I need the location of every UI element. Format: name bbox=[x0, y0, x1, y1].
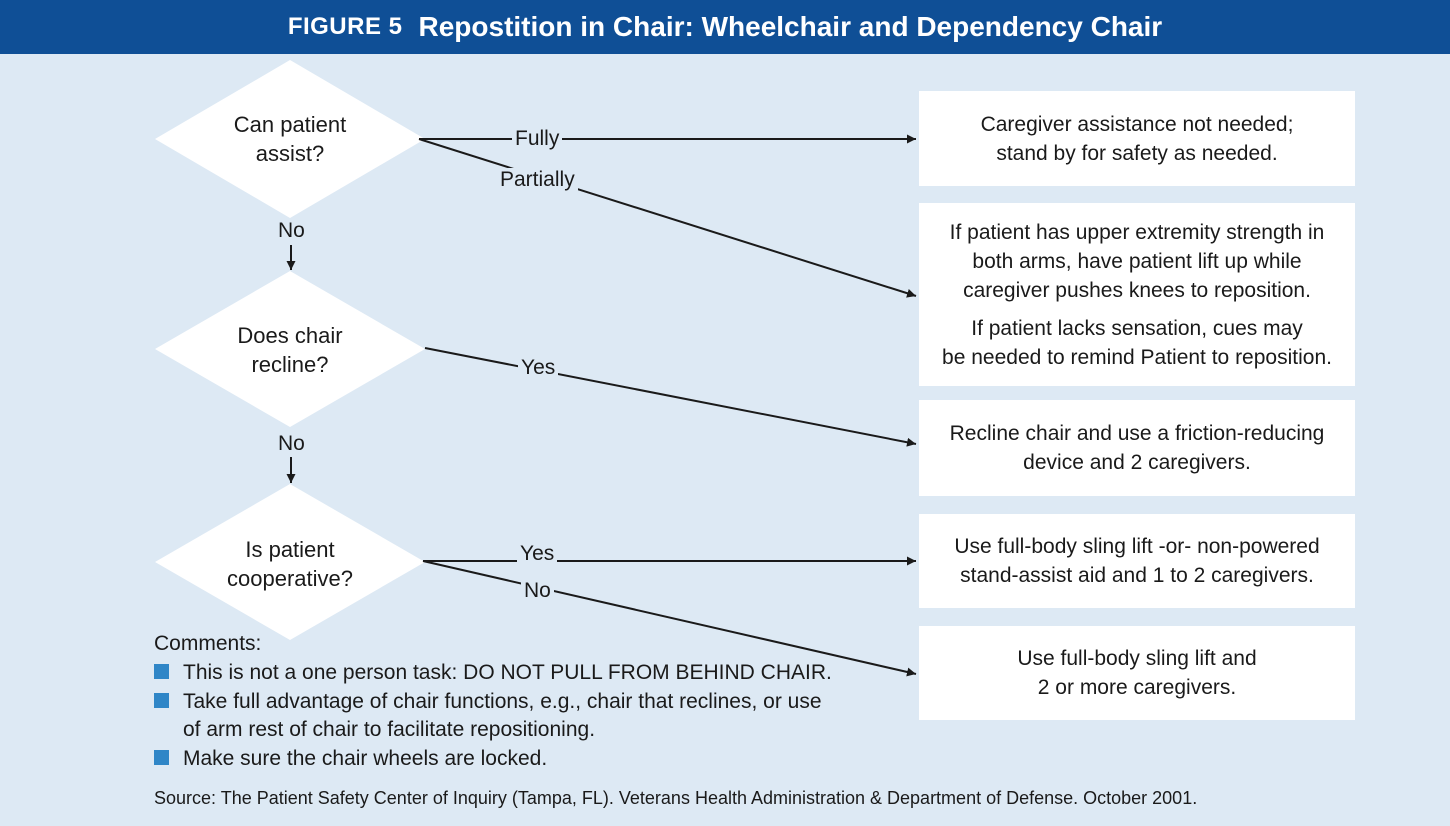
comment-item: Make sure the chair wheels are locked. bbox=[154, 745, 854, 773]
outcome-4-line-1: Use full-body sling lift -or- non-powere… bbox=[954, 535, 1320, 558]
outcome-box-recline: Recline chair and use a friction-reducin… bbox=[919, 400, 1355, 496]
bullet-square-icon bbox=[154, 750, 169, 765]
outcome-box-no-assistance: Caregiver assistance not needed; stand b… bbox=[919, 91, 1355, 186]
decision-recline-line2: recline? bbox=[251, 352, 329, 377]
comment-item: Take full advantage of chair functions, … bbox=[154, 688, 844, 744]
bullet-square-icon bbox=[154, 693, 169, 708]
comment-text: Make sure the chair wheels are locked. bbox=[183, 747, 548, 770]
edge-label-fully: Fully bbox=[512, 127, 563, 151]
comment-text: This is not a one person task: DO NOT PU… bbox=[183, 661, 832, 684]
source-citation: Source: The Patient Safety Center of Inq… bbox=[154, 788, 1198, 808]
edge-label-partially: Partially bbox=[497, 168, 578, 192]
outcome-1-line-1: Caregiver assistance not needed; bbox=[980, 112, 1294, 136]
outcome-3-line-2: device and 2 caregivers. bbox=[1023, 451, 1251, 474]
outcome-2-line-2: both arms, have patient lift up while bbox=[972, 249, 1302, 273]
outcome-box-cooperative-no: Use full-body sling lift and 2 or more c… bbox=[919, 626, 1355, 720]
outcome-1-line-2: stand by for safety as needed. bbox=[996, 141, 1278, 165]
decision-diamond-assist bbox=[155, 60, 425, 218]
outcome-2-line-4: If patient lacks sensation, cues may bbox=[971, 316, 1303, 340]
decision-cooperative-line2: cooperative? bbox=[227, 566, 353, 591]
decision-assist-line2: assist? bbox=[255, 141, 325, 166]
outcome-box-partial-assist: If patient has upper extremity strength … bbox=[919, 203, 1355, 386]
decision-diamond-recline bbox=[155, 271, 425, 427]
edge-label-no-1: No bbox=[278, 219, 305, 242]
outcome-box-cooperative-yes: Use full-body sling lift -or- non-powere… bbox=[919, 514, 1355, 608]
decision-diamond-cooperative bbox=[155, 484, 425, 640]
figure-title: Repostition in Chair: Wheelchair and Dep… bbox=[418, 11, 1163, 42]
comment-text: Take full advantage of chair functions, … bbox=[183, 690, 822, 741]
edge-label-no-cooperative: No bbox=[521, 579, 554, 603]
decision-recline-line1: Does chair bbox=[237, 323, 343, 348]
comment-item: This is not a one person task: DO NOT PU… bbox=[154, 659, 854, 687]
decision-text-cooperative: Is patient cooperative? bbox=[195, 535, 385, 593]
edge-partially bbox=[418, 138, 917, 298]
comments-section: Comments: This is not a one person task:… bbox=[154, 630, 854, 774]
figure-header: FIGURE 5 Repostition in Chair: Wheelchai… bbox=[0, 0, 1450, 54]
outcome-2-line-3: caregiver pushes knees to reposition. bbox=[963, 278, 1311, 302]
edge-label-yes-recline: Yes bbox=[518, 356, 559, 380]
decision-text-recline: Does chair recline? bbox=[205, 321, 375, 379]
outcome-5-line-2: 2 or more caregivers. bbox=[1037, 676, 1237, 699]
edge-yes-recline bbox=[424, 347, 917, 447]
outcome-4-line-2: stand-assist aid and 1 to 2 caregivers. bbox=[960, 564, 1314, 587]
outcome-2-line-5: be needed to remind Patient to repositio… bbox=[942, 345, 1332, 369]
edge-label-yes-cooperative: Yes bbox=[517, 542, 558, 566]
comments-title: Comments: bbox=[154, 632, 262, 655]
figure-label: FIGURE 5 bbox=[287, 13, 403, 40]
decision-cooperative-line1: Is patient bbox=[245, 537, 335, 562]
decision-text-assist: Can patient assist? bbox=[205, 110, 375, 168]
outcome-5-line-1: Use full-body sling lift and bbox=[1017, 647, 1257, 670]
edge-no-cooperative bbox=[422, 560, 917, 677]
bullet-square-icon bbox=[154, 664, 169, 679]
outcome-3-line-1: Recline chair and use a friction-reducin… bbox=[949, 422, 1325, 445]
edge-label-no-2: No bbox=[278, 432, 305, 455]
outcome-2-line-1: If patient has upper extremity strength … bbox=[949, 220, 1325, 244]
decision-assist-line1: Can patient bbox=[233, 112, 347, 137]
